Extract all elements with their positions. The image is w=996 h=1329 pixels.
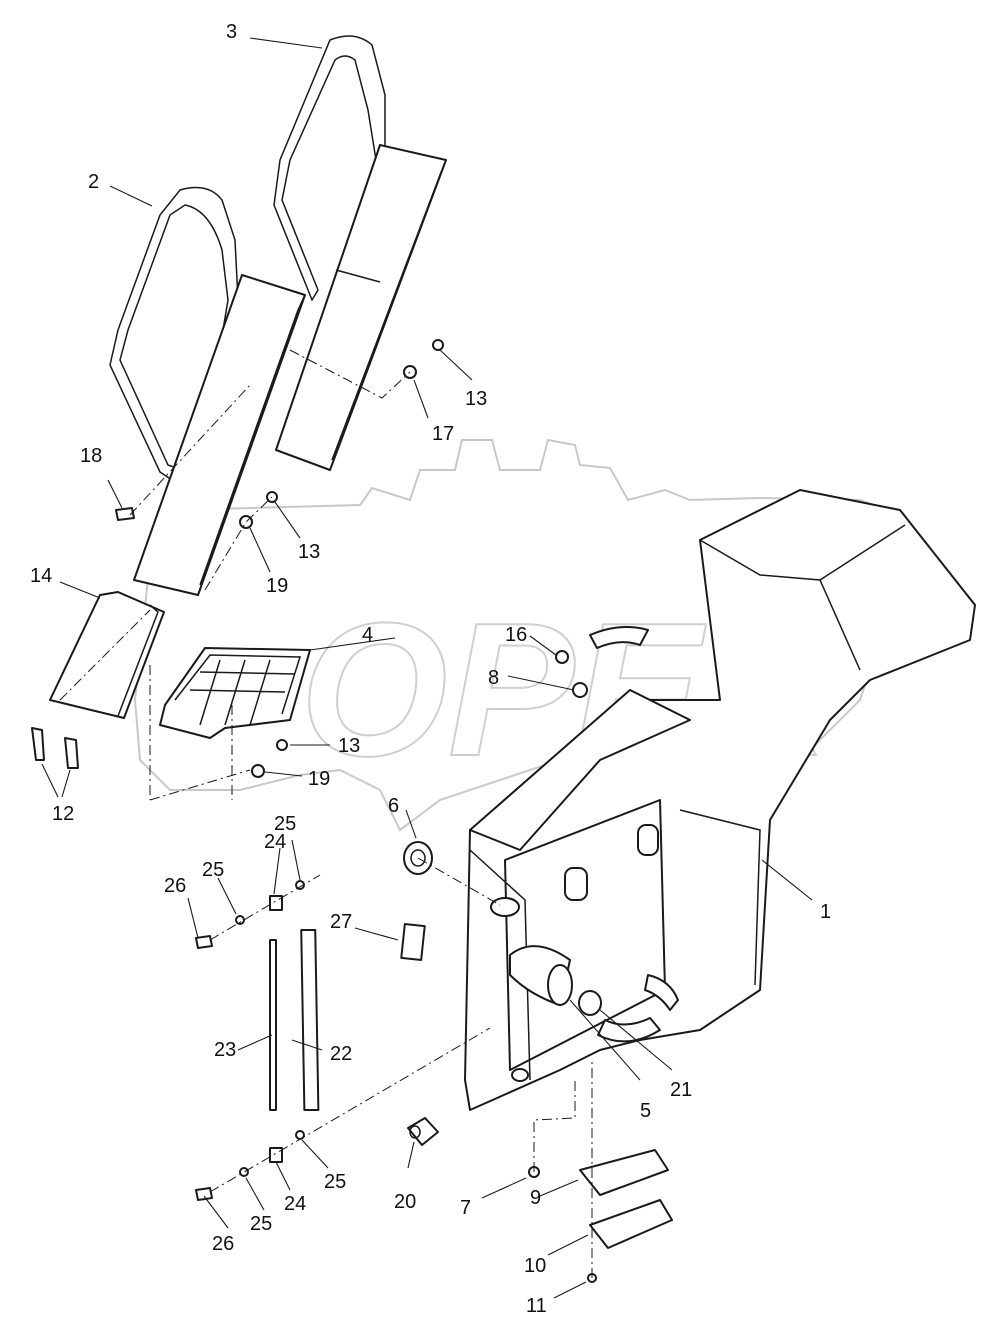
part-26-bolt-lower bbox=[195, 1187, 213, 1201]
part-26-bolt-upper bbox=[195, 935, 213, 949]
part-14-side-plate bbox=[49, 591, 165, 719]
callout-16: 16 bbox=[505, 624, 527, 646]
hose-elbow bbox=[597, 1017, 661, 1043]
callout-5: 5 bbox=[640, 1100, 651, 1122]
callout-17: 17 bbox=[432, 423, 454, 445]
leader-lines bbox=[41, 37, 813, 1299]
callout-2: 2 bbox=[88, 171, 99, 193]
callout-7: 7 bbox=[460, 1197, 471, 1219]
callout-27: 27 bbox=[330, 911, 352, 933]
callout-20: 20 bbox=[394, 1191, 416, 1213]
callout-23: 23 bbox=[214, 1039, 236, 1061]
part-2-lower-handrail bbox=[109, 186, 306, 596]
callout-labels: 3 2 4 14 13 17 18 13 19 13 19 12 16 8 6 … bbox=[30, 21, 831, 1317]
hardware-fasteners bbox=[31, 339, 597, 1283]
callout-12: 12 bbox=[52, 803, 74, 825]
callout-21: 21 bbox=[670, 1079, 692, 1101]
part-16-hose bbox=[589, 625, 649, 649]
callout-26-upper: 26 bbox=[164, 875, 186, 897]
callout-3: 3 bbox=[226, 21, 237, 43]
part-24-clip-lower bbox=[269, 1147, 283, 1163]
callout-25-c: 25 bbox=[324, 1171, 346, 1193]
callout-25-d: 25 bbox=[250, 1213, 272, 1235]
watermark-gear-outline bbox=[133, 438, 907, 832]
callout-10: 10 bbox=[524, 1255, 546, 1277]
callout-9: 9 bbox=[530, 1187, 541, 1209]
callout-24-lower: 24 bbox=[284, 1193, 306, 1215]
part-8-fitting bbox=[572, 682, 588, 698]
callout-13-low: 13 bbox=[338, 735, 360, 757]
callout-26-lower: 26 bbox=[212, 1233, 234, 1255]
part-10-gasket bbox=[589, 1199, 673, 1249]
part-27-decal bbox=[400, 923, 426, 961]
callout-14: 14 bbox=[30, 565, 52, 587]
callout-13-mid: 13 bbox=[298, 541, 320, 563]
part-13-nut-low bbox=[276, 739, 288, 751]
callout-8: 8 bbox=[488, 667, 499, 689]
part-12-bolt-b bbox=[64, 737, 79, 769]
part-23-rod bbox=[269, 939, 277, 1111]
part-1-main-shroud bbox=[464, 489, 976, 1111]
callout-18: 18 bbox=[80, 445, 102, 467]
part-22-rail bbox=[300, 929, 320, 1111]
part-25-washer-a bbox=[235, 915, 245, 925]
part-13-nut-top bbox=[432, 339, 444, 351]
callout-22: 22 bbox=[330, 1043, 352, 1065]
part-18-bolt bbox=[115, 507, 135, 521]
callout-19-low: 19 bbox=[308, 768, 330, 790]
assembly-center-lines bbox=[59, 349, 593, 1278]
callout-19-mid: 19 bbox=[266, 575, 288, 597]
callout-24-upper: 24 bbox=[264, 831, 286, 853]
part-9-plate bbox=[579, 1149, 669, 1196]
part-5-filter-cylinder bbox=[509, 945, 573, 1006]
callout-4: 4 bbox=[362, 624, 373, 646]
part-25-washer-c bbox=[239, 1167, 249, 1177]
part-21-seal-ring bbox=[578, 990, 602, 1016]
part-4-step-tread bbox=[159, 647, 311, 739]
part-19-washer-low bbox=[251, 764, 265, 778]
callout-11: 11 bbox=[526, 1295, 547, 1317]
part-20-spacer bbox=[407, 1117, 439, 1146]
part-16-clamp bbox=[555, 650, 569, 664]
callout-1: 1 bbox=[820, 901, 831, 923]
callout-13-top: 13 bbox=[465, 388, 487, 410]
part-3-upper-handrail bbox=[273, 35, 447, 471]
callout-25-a: 25 bbox=[202, 859, 224, 881]
callout-25-b: 25 bbox=[274, 813, 296, 835]
part-12-bolt-a bbox=[31, 727, 45, 761]
callout-6: 6 bbox=[388, 795, 399, 817]
